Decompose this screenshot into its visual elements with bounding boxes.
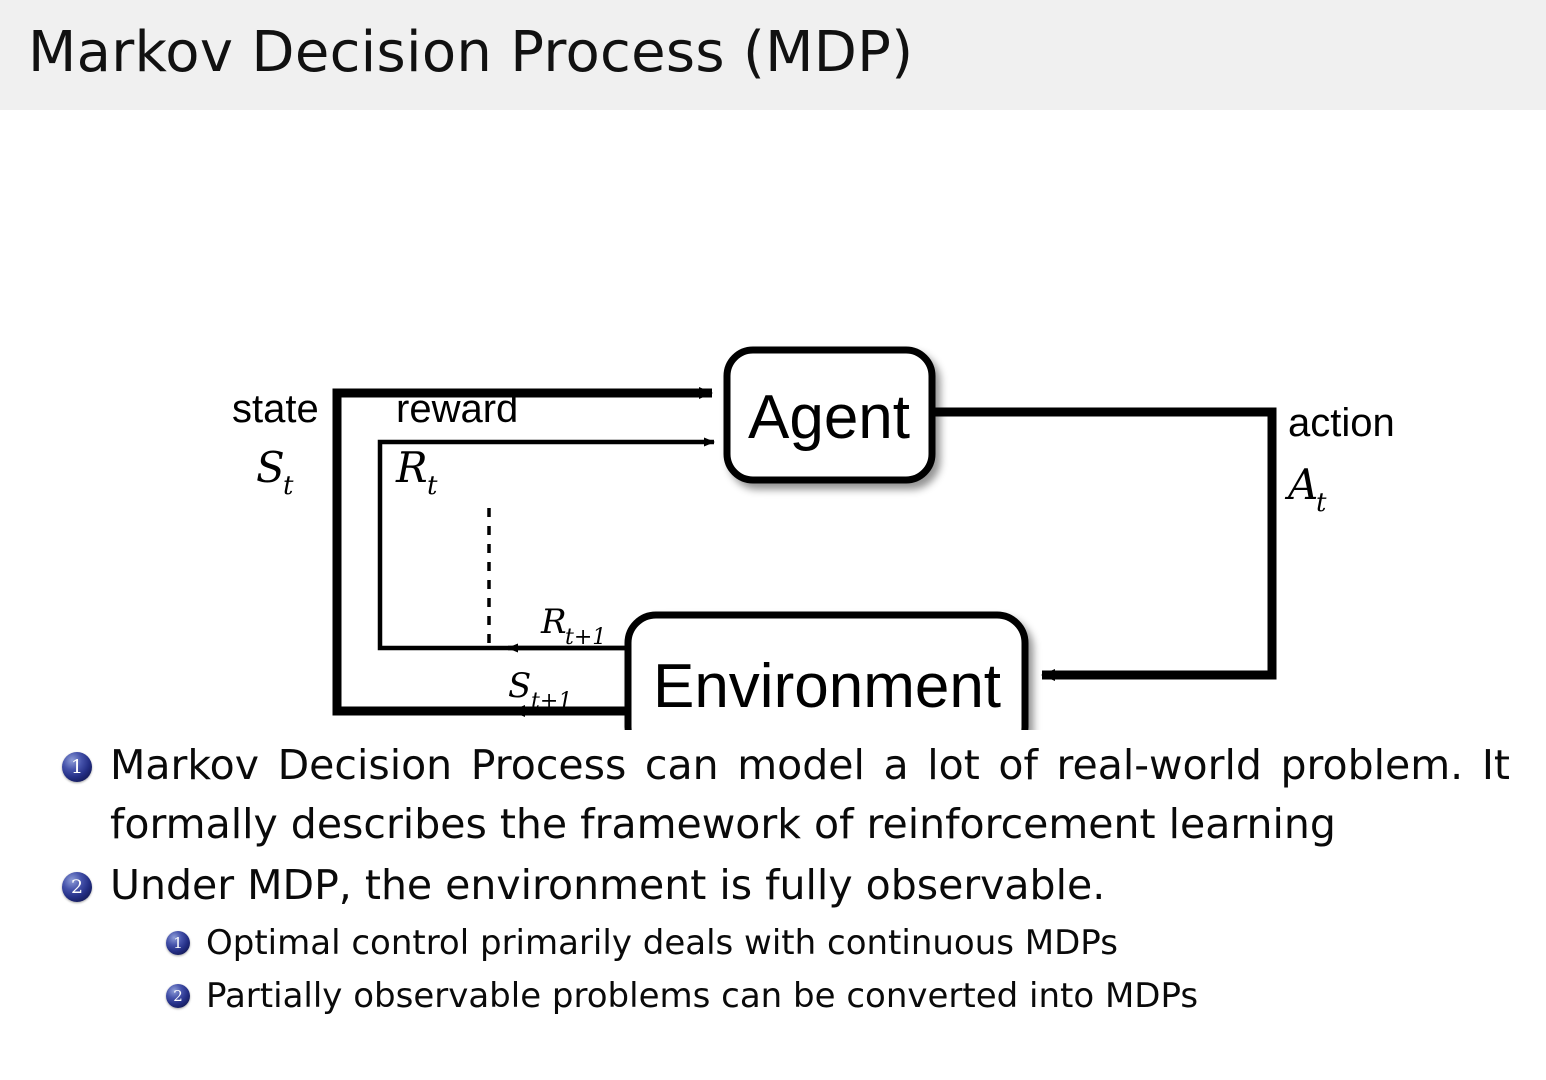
- reward-symbol-label: R: [395, 443, 428, 492]
- list-item[interactable]: 1 Optimal control primarily deals with c…: [0, 917, 1546, 970]
- bullet-text: Markov Decision Process can model a lot …: [110, 741, 1510, 848]
- reward-feedback-path: [377, 437, 715, 651]
- list-item[interactable]: 1 Markov Decision Process can model a lo…: [0, 736, 1546, 854]
- bullet-number-badge: 2: [166, 984, 190, 1008]
- next-state-subscript-label: t+1: [531, 689, 572, 714]
- next-state-symbol-label: S: [508, 666, 531, 706]
- state-subscript-label: t: [283, 471, 294, 501]
- environment-label: Environment: [653, 652, 1001, 721]
- bullet-number-badge: 2: [62, 872, 92, 902]
- action-symbol-label: A: [1284, 460, 1318, 509]
- reward-subscript-label: t: [427, 471, 438, 501]
- slide-header-band: Markov Decision Process (MDP): [0, 0, 1546, 110]
- state-symbol-label: S: [256, 443, 285, 492]
- action-path: [932, 407, 1277, 681]
- action-word-label: action: [1288, 401, 1395, 445]
- next-reward-subscript-label: t+1: [565, 625, 606, 650]
- list-item[interactable]: 2 Partially observable problems can be c…: [0, 970, 1546, 1023]
- bullet-text: Partially observable problems can be con…: [206, 976, 1199, 1016]
- agent-box[interactable]: [723, 346, 936, 484]
- action-subscript-label: t: [1316, 488, 1327, 518]
- state-word-label: state: [232, 387, 319, 431]
- bullet-number-badge: 1: [166, 931, 190, 955]
- mdp-diagram-container: Agent Environment state S t reward R t a…: [0, 110, 1546, 730]
- bullet-number-badge: 1: [62, 752, 92, 782]
- environment-box[interactable]: [624, 611, 1029, 730]
- bullet-text: Under MDP, the environment is fully obse…: [110, 861, 1106, 909]
- reward-word-label: reward: [396, 387, 518, 431]
- bullet-text: Optimal control primarily deals with con…: [206, 923, 1118, 963]
- page-title: Markov Decision Process (MDP): [28, 20, 914, 85]
- environment-node[interactable]: Environment: [624, 611, 1029, 730]
- bullet-list: 1 Markov Decision Process can model a lo…: [0, 736, 1546, 1023]
- agent-node[interactable]: Agent: [723, 346, 936, 484]
- list-item[interactable]: 2 Under MDP, the environment is fully ob…: [0, 856, 1546, 915]
- agent-environment-loop-diagram: Agent Environment state S t reward R t a…: [232, 346, 1395, 730]
- agent-label: Agent: [748, 383, 910, 452]
- next-reward-symbol-label: R: [540, 602, 567, 642]
